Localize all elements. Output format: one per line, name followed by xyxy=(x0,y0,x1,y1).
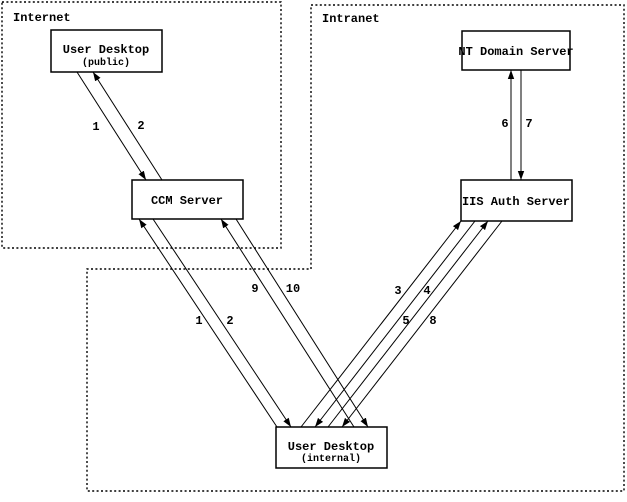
node-user-desktop-public-box xyxy=(50,29,163,73)
node-user-desktop-public: User Desktop (public) xyxy=(50,29,163,73)
arrow-5-internal-desktop-to-iis xyxy=(327,220,489,428)
flow-label-10: 10 xyxy=(286,282,300,296)
arrow-2-ccm-to-public-desktop xyxy=(92,71,163,181)
node-user-desktop-public-title: User Desktop xyxy=(63,43,149,57)
node-user-desktop-internal: User Desktop (internal) xyxy=(275,426,388,469)
flow-label-9: 9 xyxy=(251,282,258,296)
zone-internet-border xyxy=(1,1,282,249)
node-iis-auth-server-box xyxy=(460,179,573,222)
flow-label-8: 8 xyxy=(429,314,436,328)
arrow-8-iis-to-internal-desktop xyxy=(341,220,503,428)
node-user-desktop-internal-box xyxy=(275,426,388,469)
node-user-desktop-public-subtitle: (public) xyxy=(82,57,130,69)
flow-label-7: 7 xyxy=(525,117,532,131)
arrow-4-iis-to-internal-desktop xyxy=(314,220,476,428)
node-user-desktop-internal-subtitle: (internal) xyxy=(301,453,361,465)
flow-label-2-public: 2 xyxy=(137,119,144,133)
flow-label-5: 5 xyxy=(402,314,409,328)
flow-label-1-internal: 1 xyxy=(195,314,202,328)
node-ccm-server-box xyxy=(131,179,244,220)
node-ccm-server: CCM Server xyxy=(131,179,244,220)
zone-intranet-label: Intranet xyxy=(322,12,380,26)
flow-label-1-public: 1 xyxy=(92,120,99,134)
node-nt-domain-server-title: NT Domain Server xyxy=(458,45,573,59)
arrow-10-ccm-to-internal-desktop xyxy=(235,218,369,428)
arrow-1-internal-desktop-to-ccm xyxy=(138,218,278,428)
flow-label-3: 3 xyxy=(394,284,401,298)
flow-label-2-internal: 2 xyxy=(226,314,233,328)
node-iis-auth-server-title: IIS Auth Server xyxy=(462,195,570,209)
node-ccm-server-title: CCM Server xyxy=(151,194,223,208)
node-nt-domain-server-box xyxy=(461,30,571,71)
flow-label-4: 4 xyxy=(423,284,430,298)
arrow-2-ccm-to-internal-desktop xyxy=(152,218,292,428)
flow-label-6: 6 xyxy=(501,117,508,131)
zone-internet-label: Internet xyxy=(13,11,71,25)
node-user-desktop-internal-title: User Desktop xyxy=(288,440,374,454)
arrow-3-internal-desktop-to-iis xyxy=(300,220,462,428)
node-nt-domain-server: NT Domain Server xyxy=(458,30,574,71)
arrow-9-internal-desktop-to-ccm xyxy=(220,218,355,428)
arrow-1-public-desktop-to-ccm xyxy=(76,71,147,181)
zone-intranet-border xyxy=(86,4,625,492)
node-iis-auth-server: IIS Auth Server xyxy=(460,179,573,222)
